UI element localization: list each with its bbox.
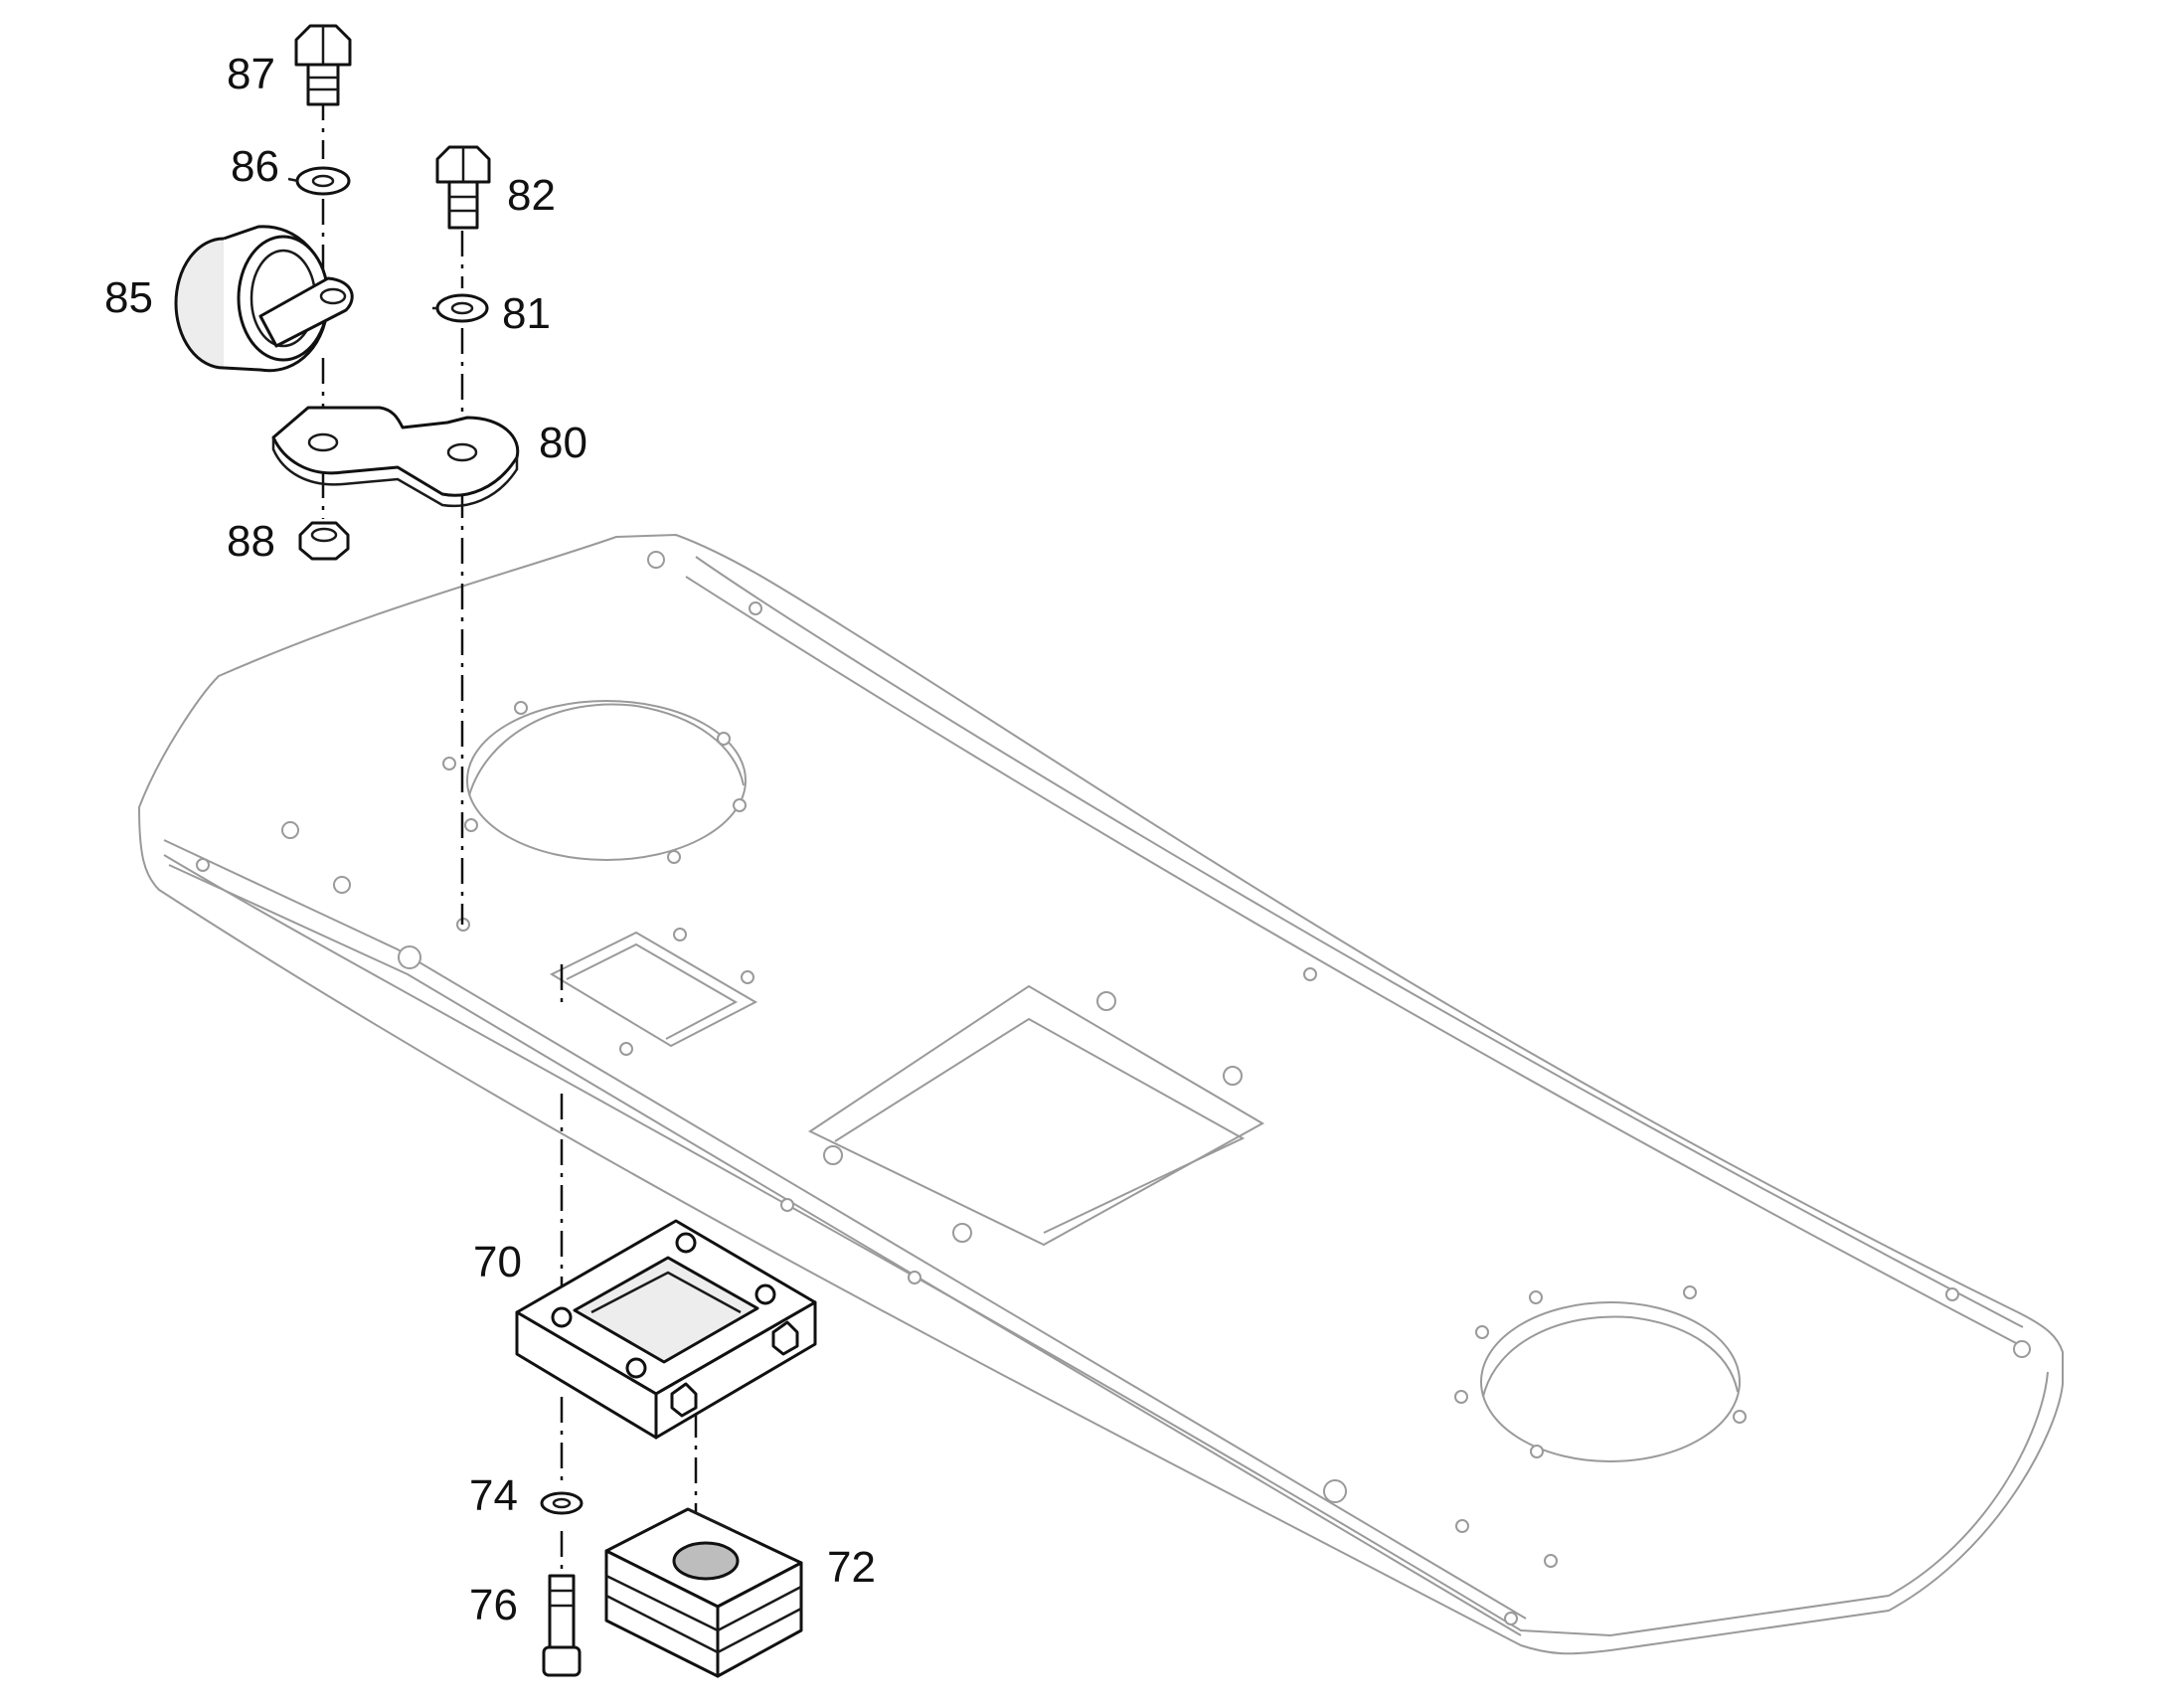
- callout-70: 70: [473, 1238, 522, 1286]
- part-88-nut: [298, 521, 350, 561]
- callout-81: 81: [502, 289, 551, 338]
- part-74-washer: [540, 1491, 584, 1515]
- part-86-washer: [295, 166, 351, 196]
- base-plate: [137, 533, 2064, 1655]
- callout-86: 86: [231, 142, 279, 191]
- part-70-mounting-block: [515, 1219, 817, 1440]
- part-81-washer: [435, 293, 489, 323]
- part-76-cap-screw: [542, 1574, 582, 1677]
- callout-76: 76: [469, 1581, 518, 1629]
- callout-82: 82: [507, 171, 556, 220]
- callout-85: 85: [104, 273, 153, 322]
- part-72-rubber-pad: [604, 1507, 803, 1678]
- callout-88: 88: [227, 517, 275, 566]
- part-82-bolt: [435, 145, 491, 230]
- callout-87: 87: [227, 50, 275, 98]
- part-80-bracket: [271, 406, 520, 508]
- part-85-pipe-clamp: [174, 225, 354, 373]
- callout-72: 72: [827, 1543, 876, 1592]
- part-87-bolt: [294, 24, 352, 106]
- callout-80: 80: [539, 419, 587, 467]
- callout-74: 74: [469, 1471, 518, 1520]
- callout-leaders: [287, 177, 437, 310]
- plate-holes: [196, 551, 2031, 1625]
